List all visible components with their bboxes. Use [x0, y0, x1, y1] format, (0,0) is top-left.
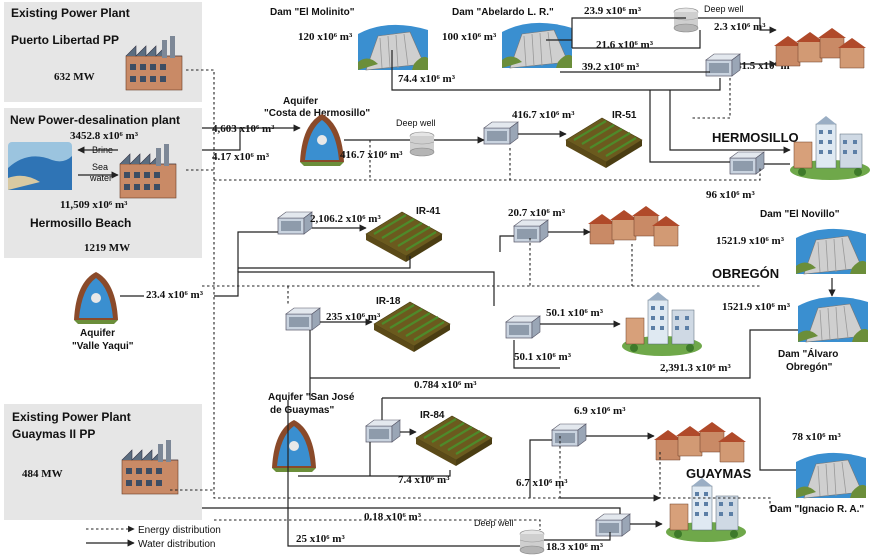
- flow-0-18: 0.18 x10⁶ m³: [364, 511, 422, 523]
- flow-20-7: 20.7 x10⁶ m³: [508, 207, 566, 219]
- ir18-label: IR-18: [376, 296, 401, 307]
- newplant-name: Hermosillo Beach: [30, 216, 131, 230]
- pump-guaymas-top-icon: [551, 423, 587, 447]
- flow-2106: 2,106.2 x10⁶ m³: [310, 213, 381, 225]
- flow-96: 96 x10⁶ m³: [706, 189, 755, 201]
- novillo-name: Dam "El Novillo": [760, 209, 840, 220]
- flow-25: 25 x10⁶ m³: [296, 533, 345, 545]
- molinito-dam-icon: [357, 24, 429, 71]
- flow-2-3: 2.3 x10⁶ m³: [714, 21, 766, 33]
- flow-4603: 4,603 x10⁶ m³: [212, 123, 275, 135]
- guaymas-city-label: GUAYMAS: [686, 466, 752, 481]
- pump-obregon-bottom-icon: [505, 315, 541, 339]
- deep-well-middle-label: Deep well: [396, 118, 436, 128]
- abelardo-dam-icon: [501, 22, 573, 69]
- flow-416-7b: 416.7 x10⁶ m³: [512, 109, 575, 121]
- flow-7-4: 7.4 x10⁶ m³: [398, 474, 450, 486]
- ignacio-volume: 78 x10⁶ m³: [792, 431, 841, 443]
- ir51-field-icon: [564, 116, 644, 170]
- pump-hermosillo-bottom-icon: [729, 151, 765, 175]
- flow-6-9: 6.9 x10⁶ m³: [574, 405, 626, 417]
- alvaro-volume: 1521.9 x10⁶ m³: [722, 301, 791, 313]
- abelardo-name: Dam "Abelardo L. R.": [452, 7, 554, 18]
- deep-well-bottom-label: Deep well: [474, 518, 514, 528]
- molinito-volume: 120 x10⁶ m³: [298, 31, 353, 43]
- pump-costa-icon: [483, 121, 519, 145]
- pump-ir18-icon: [285, 307, 321, 331]
- legend-energy-label: Energy distribution: [138, 525, 221, 536]
- ir18-field-icon: [372, 300, 452, 354]
- deep-well-middle-icon: [409, 131, 435, 157]
- puerto-title: Existing Power Plant: [11, 6, 130, 20]
- flow-39-2: 39.2 x10⁶ m³: [582, 61, 640, 73]
- aquifer-sanjose-name2: de Guaymas": [270, 405, 334, 416]
- newplant-capacity: 1219 MW: [84, 242, 130, 254]
- aquifer-yaqui-name1: Aquifer: [80, 328, 115, 339]
- novillo-volume: 1521.9 x10⁶ m³: [716, 235, 785, 247]
- flow-23-4: 23.4 x10⁶ m³: [146, 289, 204, 301]
- novillo-dam-icon: [795, 228, 867, 275]
- flow-416-7a: 416.7 x10⁶ m³: [340, 149, 403, 161]
- ir41-label: IR-41: [416, 206, 441, 217]
- alvaro-dam-icon: [797, 296, 869, 343]
- deep-well-top-label: Deep well: [704, 4, 744, 14]
- flow-0-784: 0.784 x10⁶ m³: [414, 379, 477, 391]
- alvaro-name1: Dam "Álvaro: [778, 347, 838, 360]
- legend-water-label: Water distribution: [138, 539, 215, 550]
- flow-6-7: 6.7 x10⁶ m³: [516, 477, 568, 489]
- flow-50-1b: 50.1 x10⁶ m³: [514, 351, 572, 363]
- flow-18-3: 18.3 x10⁶ m³: [546, 541, 604, 553]
- seawater-flow: 11,509 x10⁶ m³: [60, 199, 128, 211]
- aquifer-yaqui-icon: [74, 272, 118, 324]
- guaymas-capacity: 484 MW: [22, 468, 63, 480]
- hermosillo-city-icon: [789, 115, 871, 181]
- sea-image: [8, 142, 72, 190]
- pump-guaymas-bottom-icon: [595, 513, 631, 537]
- pump-ir41-icon: [277, 211, 313, 235]
- obregon-city-label: OBREGÓN: [712, 266, 779, 281]
- aquifer-sanjose-icon: [272, 420, 316, 472]
- abelardo-volume: 100 x10⁶ m³: [442, 31, 497, 43]
- sea-label: Sea: [92, 162, 108, 172]
- flow-74-4: 74.4 x10⁶ m³: [398, 73, 456, 85]
- pump-ir84-icon: [365, 419, 401, 443]
- brine-flow: 3452.8 x10⁶ m³: [70, 130, 139, 142]
- pump-hermosillo-top-icon: [705, 53, 741, 77]
- aquifer-sanjose-name1: Aquifer "San José: [268, 392, 355, 403]
- puerto-name: Puerto Libertad PP: [11, 33, 119, 47]
- houses-hermosillo-icon: [773, 27, 867, 69]
- deep-well-top-icon: [673, 7, 699, 33]
- pump-obregon-top-icon: [513, 219, 549, 243]
- obregon-city-icon: [621, 291, 703, 357]
- houses-obregon-icon: [587, 205, 681, 247]
- flow-21-6: 21.6 x10⁶ m³: [596, 39, 654, 51]
- aquifer-costa-icon: [300, 114, 344, 166]
- ignacio-dam-icon: [795, 452, 867, 499]
- ir84-field-icon: [414, 414, 494, 468]
- flow-50-1a: 50.1 x10⁶ m³: [546, 307, 604, 319]
- flow-23-9: 23.9 x10⁶ m³: [584, 5, 642, 17]
- guaymas-name: Guaymas II PP: [12, 427, 95, 441]
- aquifer-yaqui-name2: "Valle Yaqui": [72, 341, 134, 352]
- puerto-capacity: 632 MW: [54, 71, 95, 83]
- ir84-label: IR-84: [420, 410, 445, 421]
- houses-guaymas-icon: [653, 421, 747, 463]
- guaymas-title: Existing Power Plant: [12, 410, 131, 424]
- newplant-title: New Power-desalination plant: [10, 113, 180, 127]
- hermosillo-city-label: HERMOSILLO: [712, 130, 799, 145]
- aquifer-costa-name1: Aquifer: [283, 96, 318, 107]
- molinito-name: Dam "El Molinito": [270, 7, 355, 18]
- deep-well-bottom-icon: [519, 529, 545, 555]
- guaymas-city-icon: [665, 477, 747, 543]
- ignacio-name: Dam "Ignacio R. A.": [770, 504, 864, 515]
- aquifer-costa-name2: "Costa de Hermosillo": [264, 108, 370, 119]
- ir51-label: IR-51: [612, 110, 637, 121]
- water-label: water: [89, 173, 112, 183]
- alvaro-name2: Obregón": [786, 362, 833, 373]
- flow-4-17: 4.17 x10⁶ m³: [212, 151, 270, 163]
- flow-2391: 2,391.3 x10⁶ m³: [660, 362, 731, 374]
- flow-235: 235 x10⁶ m³: [326, 311, 381, 323]
